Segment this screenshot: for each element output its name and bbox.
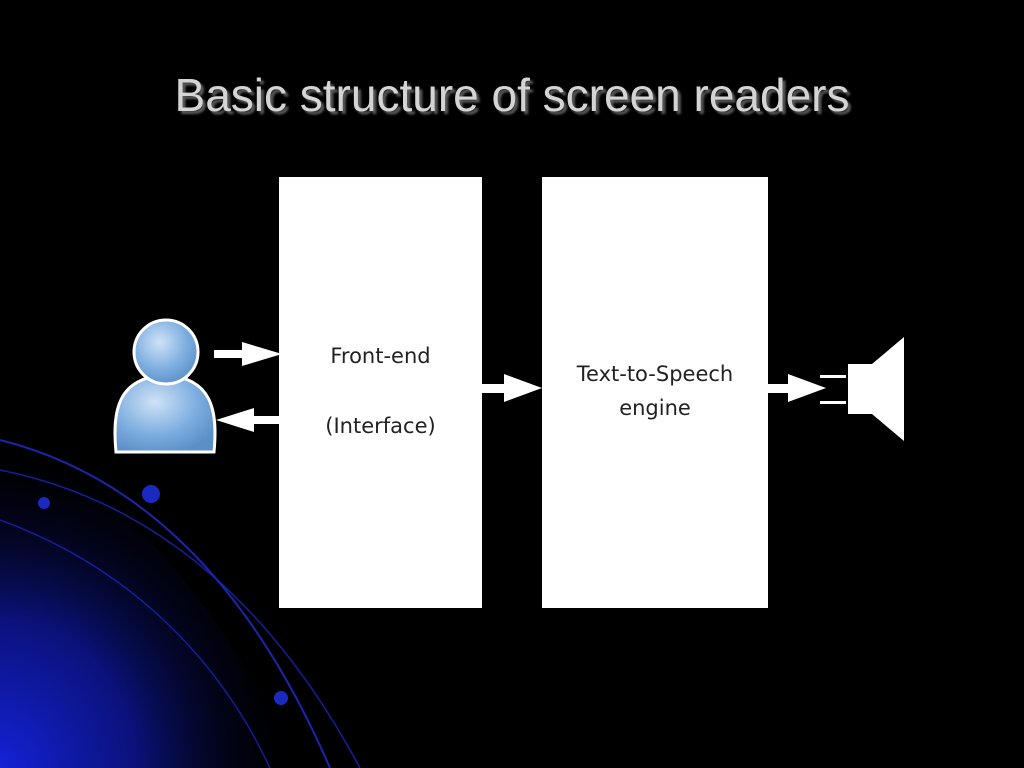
front-end-label: Front-end xyxy=(330,344,431,368)
speaker-icon xyxy=(820,337,904,441)
arrow-frontend-to-tts xyxy=(482,374,542,402)
slide-title: Basic structure of screen readers xyxy=(174,69,850,121)
interface-label: (Interface) xyxy=(325,414,436,438)
user-icon xyxy=(113,318,217,454)
tts-label: Text-to-Speech xyxy=(576,362,734,386)
arrow-tts-to-speaker xyxy=(768,374,826,402)
arrow-frontend-to-user xyxy=(216,408,280,432)
arrow-user-to-frontend xyxy=(214,342,282,366)
tts-engine-box: Text-to-Speech engine xyxy=(542,177,768,608)
engine-label: engine xyxy=(619,396,691,420)
front-end-box: Front-end (Interface) xyxy=(279,177,482,608)
